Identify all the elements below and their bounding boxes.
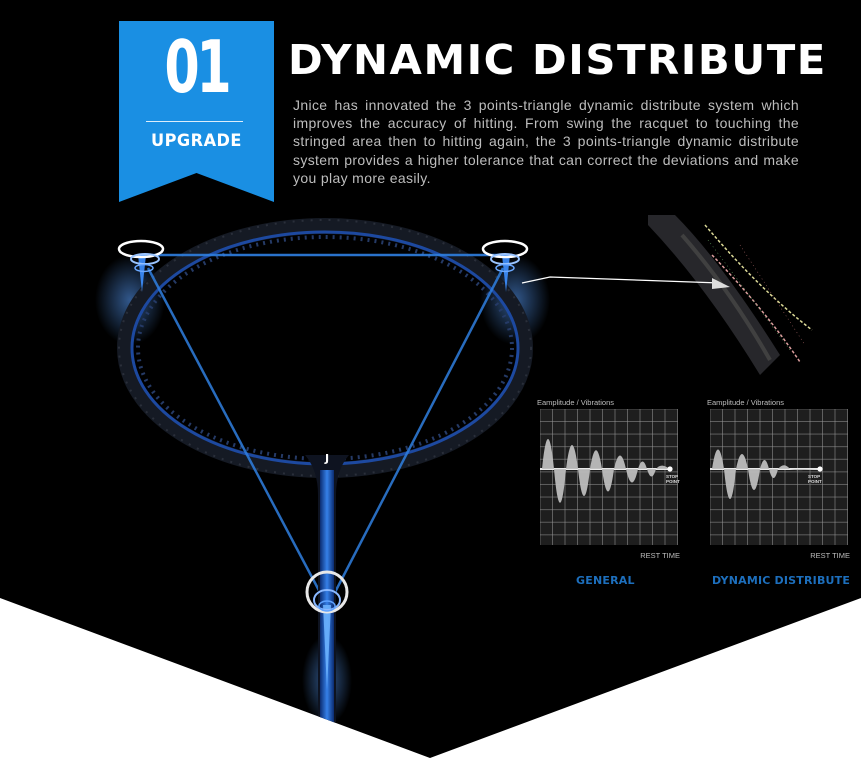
chart-x-label: REST TIME: [810, 551, 850, 560]
waveform-dynamic: [710, 449, 823, 499]
badge-divider: [146, 121, 243, 122]
ring-icon-top-left: [117, 239, 165, 273]
chart-title-general: GENERAL: [576, 574, 635, 587]
badge-number: 01: [164, 25, 231, 109]
chart-title-dynamic: DYNAMIC DISTRIBUTE: [712, 574, 851, 587]
chart-x-label: REST TIME: [640, 551, 680, 560]
chart-grid: [540, 409, 678, 545]
glow-left: [95, 255, 165, 345]
badge-label: UPGRADE: [151, 131, 242, 151]
page-title: DYNAMIC DISTRIBUTE: [288, 36, 827, 84]
ring-icon-shaft: [305, 570, 349, 614]
waveform-general: [540, 439, 673, 503]
pointer-line: [521, 276, 721, 284]
frame-closeup: [648, 215, 813, 375]
chart-y-label: Eamplitude / Vibrations: [537, 398, 614, 407]
chart-y-label: Eamplitude / Vibrations: [707, 398, 784, 407]
pointer-arrowhead: [712, 278, 730, 289]
description-text: Jnice has innovated the 3 points-triangl…: [293, 97, 799, 186]
chart-grid: [710, 409, 848, 545]
upgrade-badge: 01 UPGRADE: [119, 21, 274, 202]
ring-icon-top-right: [481, 239, 529, 273]
racquet-logo: J: [324, 452, 329, 465]
racquet-frame: [117, 218, 533, 478]
